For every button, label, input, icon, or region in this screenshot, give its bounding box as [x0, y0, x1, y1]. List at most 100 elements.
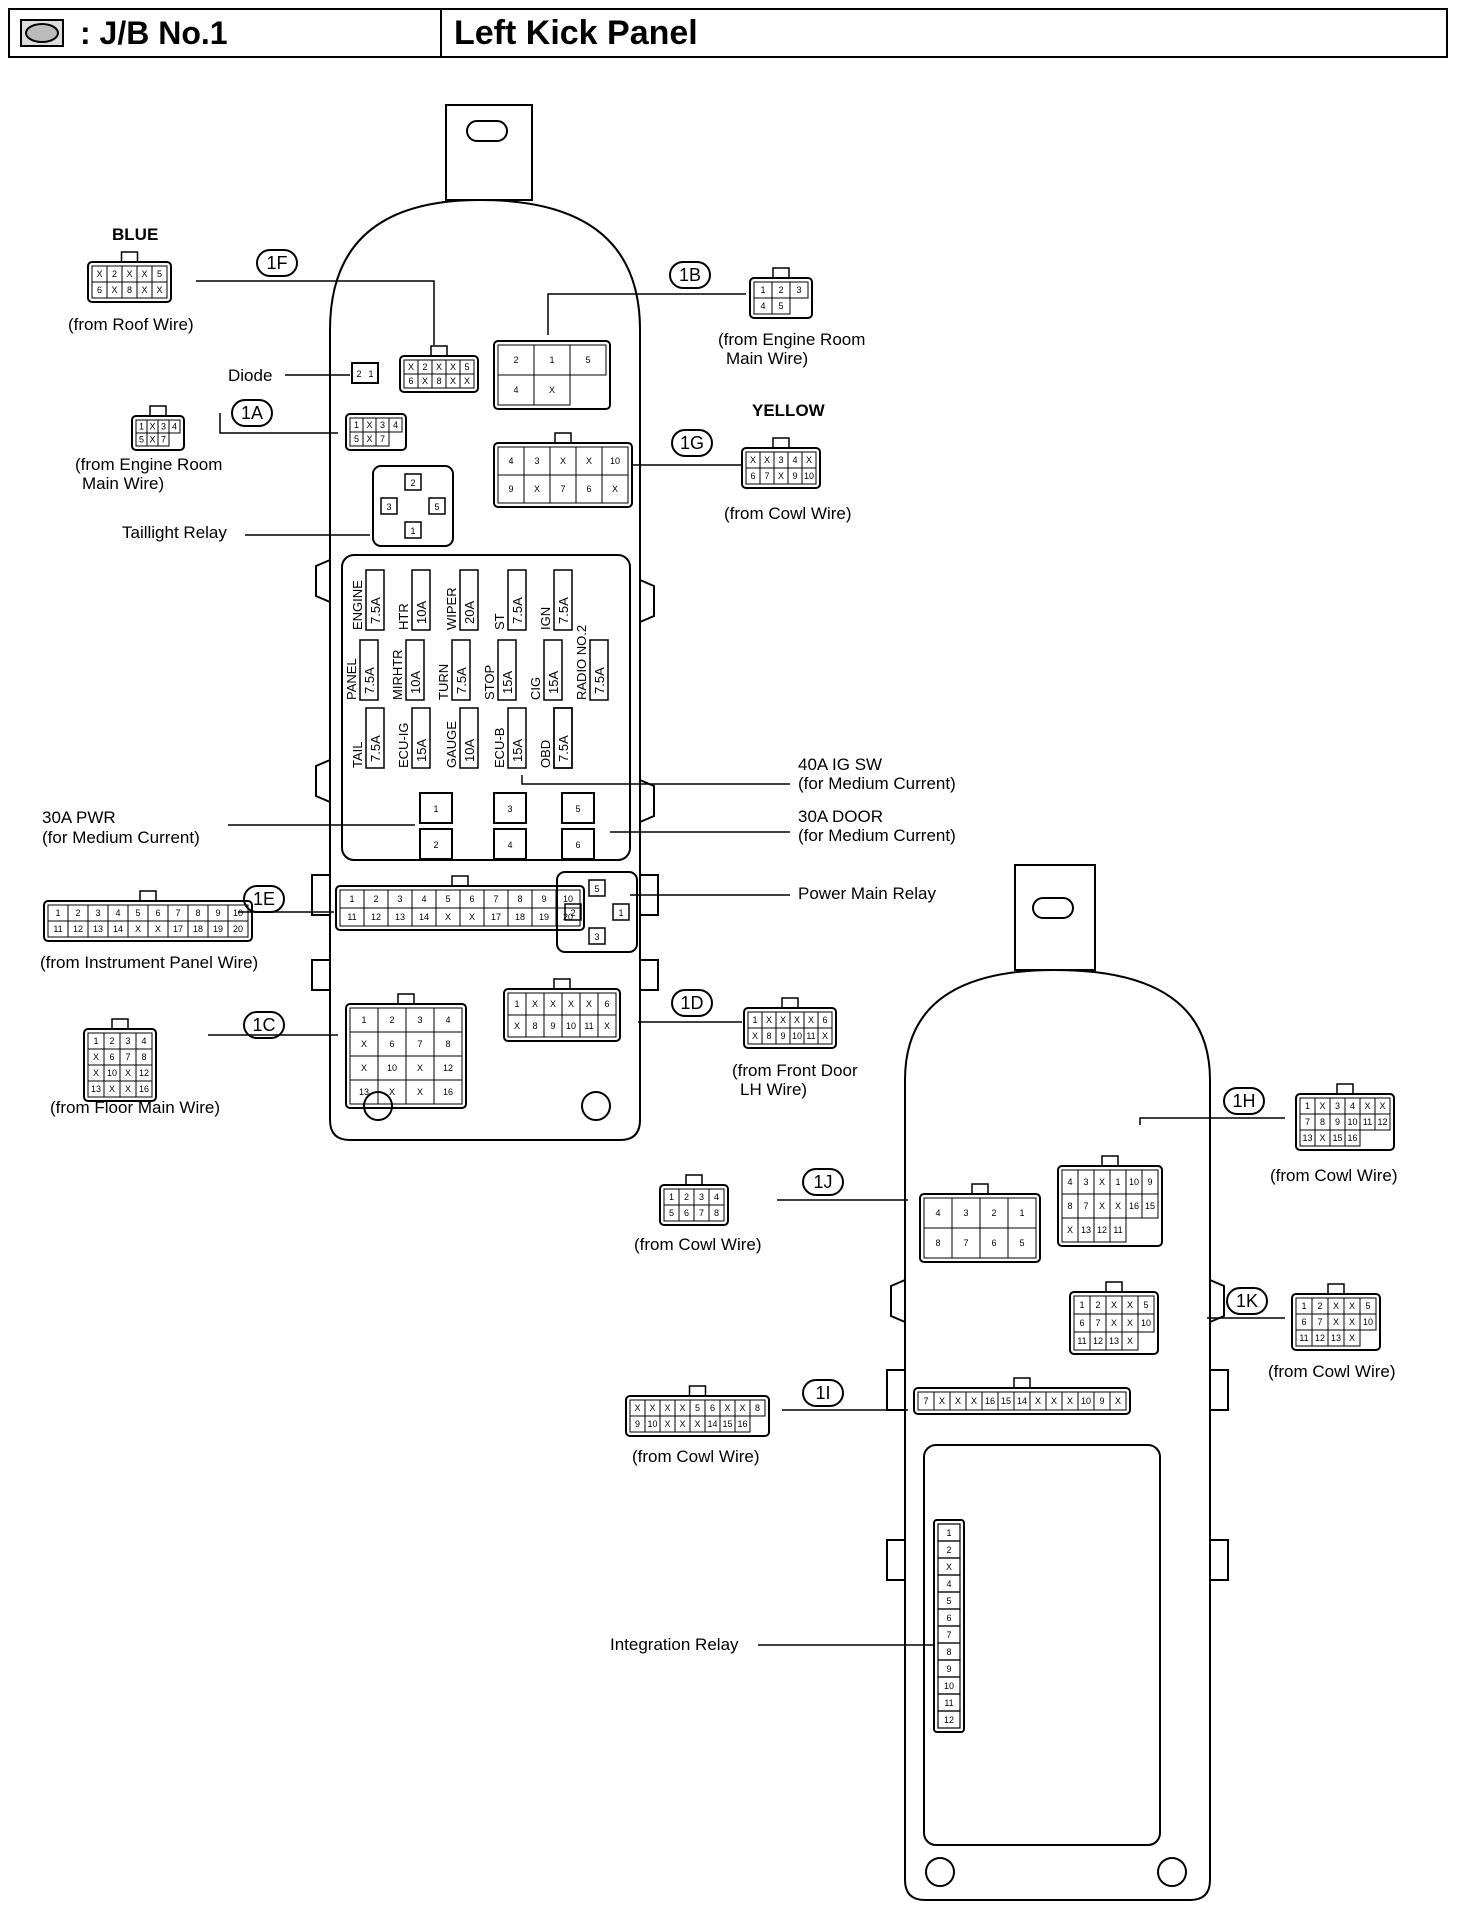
fuse-name: ECU-B — [492, 728, 507, 768]
pin-label: X — [1115, 1201, 1121, 1211]
pin-label: 4 — [172, 422, 177, 432]
pin-label: X — [141, 285, 147, 295]
pin-label: 2 — [1095, 1300, 1100, 1310]
pin-label: 20 — [233, 924, 243, 934]
pin-label: 9 — [780, 1031, 785, 1041]
page-header: : J/B No.1 Left Kick Panel — [8, 8, 1448, 58]
pin-label: 1 — [354, 420, 359, 430]
pin-label: 2 — [946, 1545, 951, 1555]
pin-label: 3 — [699, 1192, 704, 1202]
pin-label: 12 — [443, 1063, 453, 1073]
pin-label: 12 — [73, 924, 83, 934]
pin-label: 10 — [1081, 1396, 1091, 1406]
pin-label: 2 — [570, 908, 575, 918]
pin-label: 7 — [417, 1039, 422, 1049]
pin-label: X — [96, 269, 102, 279]
pin-label: X — [549, 385, 555, 395]
fuse-name: ST — [492, 613, 507, 630]
badge-1h: 1H — [1223, 1087, 1265, 1115]
pin-label: 11 — [347, 912, 356, 922]
pin-label: X — [612, 484, 618, 494]
pin-label: X — [649, 1403, 655, 1413]
pin-label: 6 — [1301, 1317, 1306, 1327]
pin-label: 6 — [469, 894, 474, 904]
pin-label: X — [694, 1419, 700, 1429]
pin-label: 15 — [1332, 1133, 1342, 1143]
connector-1b-source-line2: Main Wire) — [726, 349, 808, 368]
pin-label: 1 — [1301, 1301, 1306, 1311]
connector-1a-source-line1: (from Engine Room — [75, 455, 222, 474]
pin-label: X — [568, 999, 574, 1009]
pin-label: X — [1051, 1396, 1057, 1406]
pin-label: X — [955, 1396, 961, 1406]
pin-label: 5 — [695, 1403, 700, 1413]
pin-label: X — [586, 999, 592, 1009]
pin-label: X — [780, 1015, 786, 1025]
pin-label: X — [126, 269, 132, 279]
pin-label: 5 — [669, 1208, 674, 1218]
pin-label: 4 — [1350, 1101, 1355, 1111]
fuse-rating: 15A — [546, 671, 561, 694]
fuse-name: ECU-IG — [396, 723, 411, 769]
pin-label: 10 — [563, 894, 573, 904]
pin-label: 5 — [434, 502, 439, 512]
pin-label: 13 — [1331, 1333, 1341, 1343]
door30-label-line2: (for Medium Current) — [798, 826, 956, 845]
pin-label: 10 — [610, 456, 620, 466]
pin-label: X — [664, 1403, 670, 1413]
pin-label: X — [679, 1403, 685, 1413]
pin-label: 3 — [1335, 1101, 1340, 1111]
pin-label: X — [1127, 1300, 1133, 1310]
pin-label: 9 — [550, 1021, 555, 1031]
pin-label: 10 — [804, 471, 814, 481]
pin-label: 5 — [575, 804, 580, 814]
pin-label: 8 — [195, 908, 200, 918]
pin-label: 4 — [935, 1208, 940, 1218]
pin-label: 13 — [1302, 1133, 1312, 1143]
pin-label: 8 — [935, 1238, 940, 1248]
pin-label: 6 — [822, 1015, 827, 1025]
pin-label: 5 — [1019, 1238, 1024, 1248]
pin-label: 2 — [356, 369, 361, 379]
pin-label: 10 — [944, 1681, 954, 1691]
pin-label: 3 — [95, 908, 100, 918]
fuse-name: PANEL — [344, 658, 359, 700]
pin-label: 1 — [1019, 1208, 1024, 1218]
pin-label: X — [111, 285, 117, 295]
pin-label: 1 — [139, 422, 144, 432]
pin-label: 7 — [963, 1238, 968, 1248]
pin-label: X — [149, 422, 155, 432]
pwr30-label-line1: 30A PWR — [42, 808, 116, 827]
pin-label: 7 — [1317, 1317, 1322, 1327]
pin-label: X — [1364, 1101, 1370, 1111]
pin-label: 1 — [1115, 1177, 1120, 1187]
pin-label: X — [808, 1015, 814, 1025]
pin-label: 3 — [380, 420, 385, 430]
fuse-name: HTR — [396, 603, 411, 630]
pin-label: 1 — [549, 355, 554, 365]
pin-label: X — [445, 912, 451, 922]
pin-label: 9 — [1099, 1396, 1104, 1406]
pin-label: 1 — [368, 369, 373, 379]
pin-label: 4 — [115, 908, 120, 918]
pin-label: 16 — [139, 1084, 149, 1094]
pin-label: 4 — [1067, 1177, 1072, 1187]
pin-label: 18 — [193, 924, 203, 934]
right-of-left-jb-labels: (from Engine Room Main Wire) YELLOW (fro… — [718, 330, 956, 1099]
pin-label: 9 — [541, 894, 546, 904]
fuse-name: TAIL — [350, 742, 365, 769]
connector-1b-source-line1: (from Engine Room — [718, 330, 865, 349]
connector-1d-source-line2: LH Wire) — [740, 1080, 807, 1099]
fuse-rating: 7.5A — [454, 667, 469, 694]
